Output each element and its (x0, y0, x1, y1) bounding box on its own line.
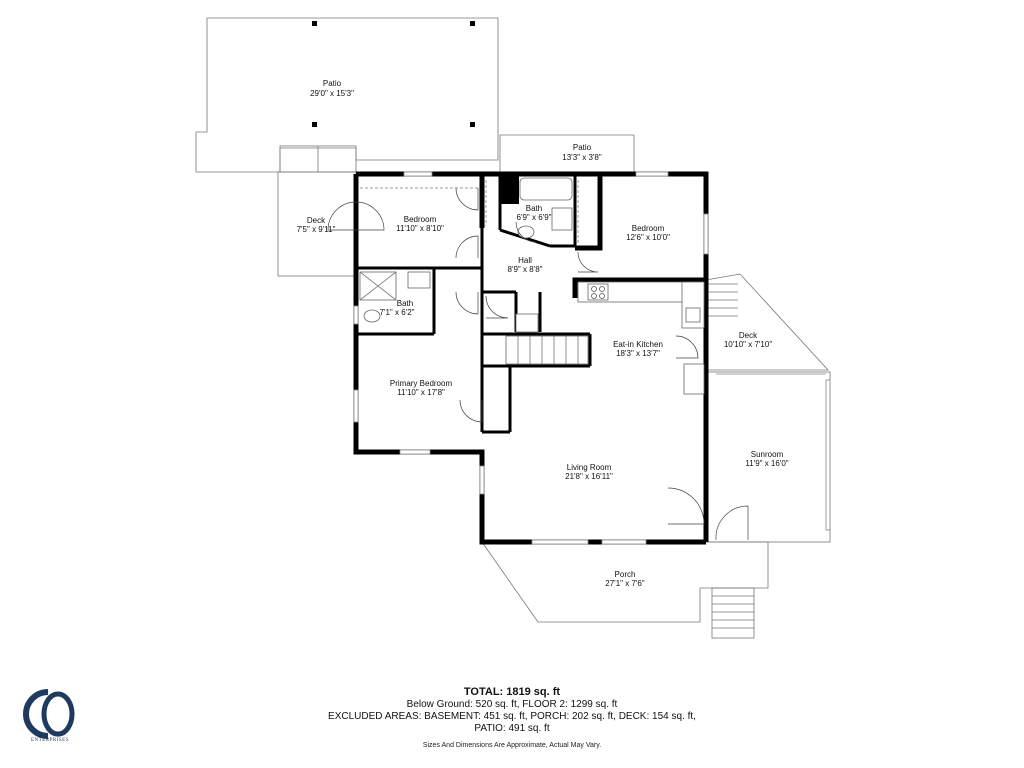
deck-left-area (277, 145, 357, 277)
room-dim-deck-left: 7'5" x 9'11" (297, 225, 336, 234)
area-line-1: Below Ground: 520 sq. ft, FLOOR 2: 1299 … (406, 699, 618, 710)
room-dim-deck-right: 10'10" x 7'10" (724, 340, 772, 349)
closets (360, 180, 579, 244)
room-dim-hall: 8'9" x 8'8" (508, 265, 543, 274)
area-line-2: EXCLUDED AREAS: BASEMENT: 451 sq. ft, PO… (328, 711, 696, 722)
room-dim-bath-west: 7'1" x 6'2" (380, 308, 415, 317)
kitchen-counters (577, 281, 705, 329)
area-line-3: PATIO: 491 sq. ft (474, 723, 550, 734)
room-name-patio-top: Patio (323, 79, 342, 88)
room-name-deck-left: Deck (307, 216, 326, 225)
area-summary: TOTAL: 1819 sq. ft Below Ground: 520 sq.… (312, 686, 712, 735)
room-dim-sunroom: 11'9" x 16'0" (745, 459, 788, 468)
room-name-sunroom: Sunroom (751, 450, 784, 459)
logo-text: ENTERPRISES (30, 738, 69, 743)
room-name-patio-small: Patio (573, 143, 592, 152)
room-name-bedroom-ne: Bedroom (632, 224, 665, 233)
interior-walls (356, 174, 592, 434)
room-dim-patio-top: 29'0" x 15'3" (310, 89, 354, 98)
room-dim-kitchen: 18'3" x 13'7" (616, 349, 660, 358)
deck-right-area (705, 273, 829, 371)
room-dim-primary-bedroom: 11'10" x 17'8" (397, 388, 445, 397)
room-name-deck-right: Deck (739, 331, 758, 340)
enterprises-logo-icon (23, 689, 75, 739)
stairs (505, 335, 589, 365)
windows (353, 171, 709, 545)
porch-area (481, 541, 769, 639)
room-name-bedroom-nw: Bedroom (404, 215, 437, 224)
doors (327, 187, 749, 541)
room-name-living-room: Living Room (567, 463, 612, 472)
room-dim-living-room: 21'8" x 16'11" (565, 472, 613, 481)
disclaimer: Sizes And Dimensions Are Approximate, Ac… (422, 742, 602, 749)
room-dim-bedroom-nw: 11'10" x 8'10" (396, 224, 444, 233)
bath-fixtures (359, 177, 573, 323)
room-name-primary-bedroom: Primary Bedroom (390, 379, 453, 388)
room-name-hall: Hall (518, 256, 532, 265)
room-labels: Patio 29'0" x 15'3" Patio 13'3" x 3'8" D… (297, 79, 789, 588)
room-name-porch: Porch (615, 570, 636, 579)
room-dim-porch: 27'1" x 7'6" (605, 579, 645, 588)
room-dim-bath-center: 6'9" x 6'9" (517, 213, 552, 222)
room-name-bath-west: Bath (397, 299, 413, 308)
room-name-kitchen: Eat-in Kitchen (613, 340, 663, 349)
total-area: TOTAL: 1819 sq. ft (463, 686, 561, 698)
room-name-bath-center: Bath (526, 204, 542, 213)
room-dim-bedroom-ne: 12'6" x 10'0" (626, 233, 670, 242)
room-dim-patio-small: 13'3" x 3'8" (562, 153, 602, 162)
